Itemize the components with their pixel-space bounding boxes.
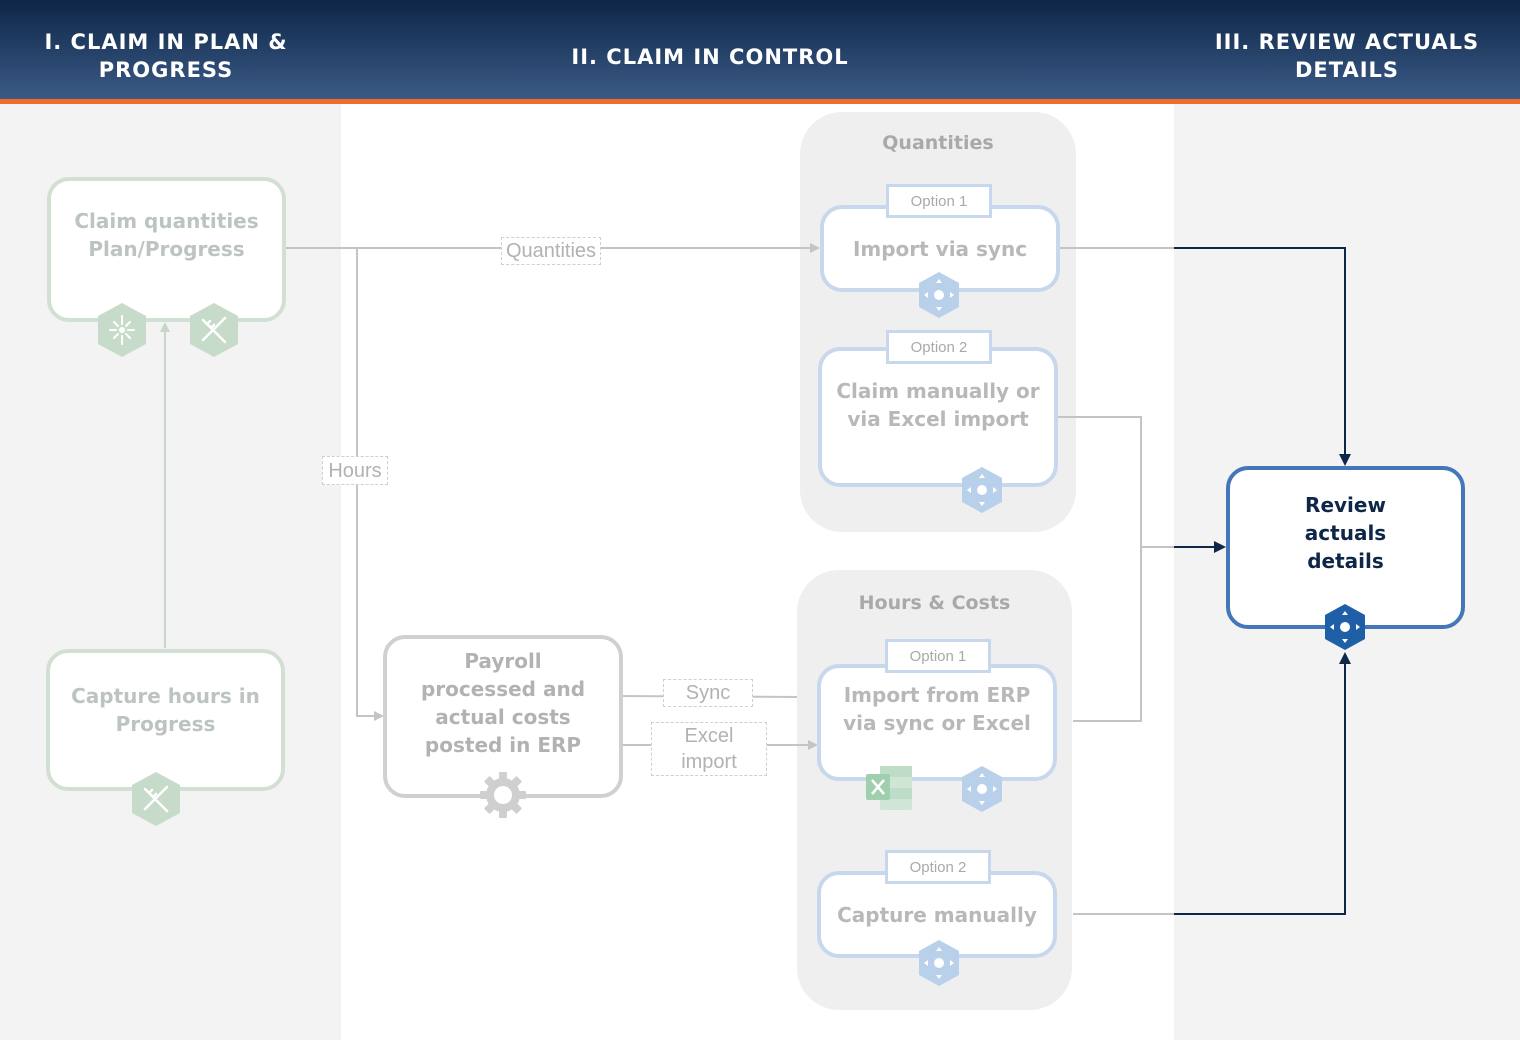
edge-import-erp bbox=[1073, 547, 1142, 722]
node-payroll[interactable]: Payroll processed and actual costs poste… bbox=[383, 635, 623, 798]
edge-import-sync-dark bbox=[1174, 247, 1351, 466]
node-claim-quantities[interactable]: Claim quantities Plan/Progress bbox=[47, 177, 286, 322]
quantities-group-title: Quantities bbox=[882, 132, 994, 154]
option-tag-hours-1: Option 1 bbox=[885, 639, 991, 673]
excel-icon bbox=[866, 766, 912, 810]
node-capture-hours[interactable]: Capture hours in Progress bbox=[46, 649, 285, 791]
edge-claim-manually bbox=[1058, 416, 1174, 548]
node-capture-manually[interactable]: Capture manually bbox=[817, 871, 1057, 958]
control-icon bbox=[919, 272, 959, 318]
phase-3-title: III. REVIEW ACTUALS DETAILS bbox=[1214, 30, 1480, 82]
edge-label-quantities: Quantities bbox=[501, 237, 601, 265]
progress-icon bbox=[132, 772, 180, 826]
control-icon bbox=[1325, 604, 1365, 650]
control-icon bbox=[962, 467, 1002, 513]
option-tag-hours-2: Option 2 bbox=[885, 850, 991, 884]
erp-gear-icon bbox=[480, 772, 526, 818]
phase-1-title: I. CLAIM IN PLAN & PROGRESS bbox=[44, 30, 288, 82]
node-claim-manually[interactable]: Claim manually or via Excel import bbox=[818, 347, 1058, 487]
header-bar bbox=[0, 0, 1520, 104]
node-import-erp[interactable]: Import from ERP via sync or Excel bbox=[817, 664, 1057, 781]
control-icon bbox=[962, 766, 1002, 812]
control-icon bbox=[919, 940, 959, 986]
edge-label-excel-import: Excel import bbox=[651, 722, 767, 776]
progress-icon bbox=[190, 303, 238, 357]
phase-2-title: II. CLAIM IN CONTROL bbox=[571, 45, 849, 69]
plan-icon bbox=[98, 303, 146, 357]
option-tag-quantities-2: Option 2 bbox=[886, 330, 992, 364]
option-tag-quantities-1: Option 1 bbox=[886, 184, 992, 218]
edge-capture-manually-dark bbox=[1174, 652, 1351, 915]
edge-hours-to-payroll bbox=[356, 248, 384, 721]
edge-label-sync: Sync bbox=[663, 679, 753, 707]
hours-costs-group-title: Hours & Costs bbox=[858, 592, 1011, 614]
edge-label-hours: Hours bbox=[322, 456, 388, 485]
